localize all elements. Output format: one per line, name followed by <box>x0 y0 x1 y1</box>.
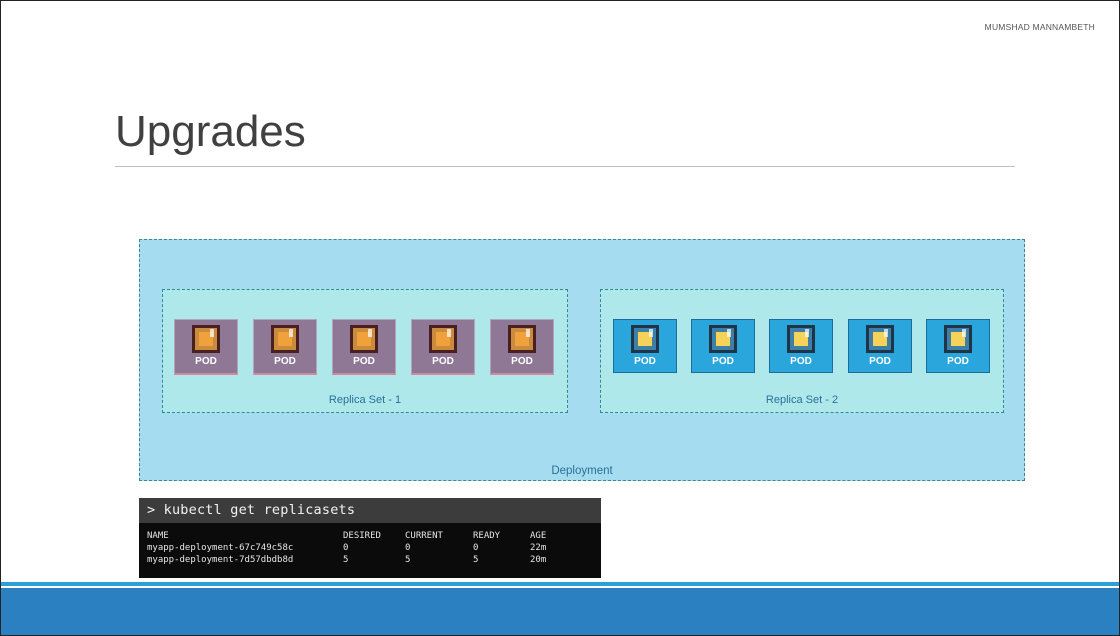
pod-label: POD <box>432 356 454 367</box>
footer-accent-line <box>1 582 1119 586</box>
pod-label: POD <box>274 356 296 367</box>
container-icon <box>631 325 659 353</box>
table-cell: 0 <box>343 543 349 553</box>
column-header: CURRENT <box>405 531 443 541</box>
container-icon <box>350 325 378 353</box>
table-cell: 5 <box>343 555 349 565</box>
pod-label: POD <box>511 356 533 367</box>
title-divider <box>115 166 1015 167</box>
pod-icon: POD <box>253 319 317 375</box>
pod-icon: POD <box>490 319 554 375</box>
pod-icon: POD <box>411 319 475 375</box>
table-cell: 22m <box>530 543 547 553</box>
table-cell: 0 <box>473 543 479 553</box>
container-icon <box>192 325 220 353</box>
container-icon <box>508 325 536 353</box>
table-cell: myapp-deployment-7d57dbdb8d <box>147 555 294 565</box>
pod-icon: POD <box>174 319 238 375</box>
replica-set-1: POD POD POD POD POD Re <box>162 289 568 413</box>
container-icon <box>944 325 972 353</box>
pod-icon: POD <box>848 319 912 373</box>
table-header-row: NAME DESIRED CURRENT READY AGE <box>147 530 546 542</box>
terminal-command: > kubectl get replicasets <box>139 498 601 523</box>
footer-bar <box>1 588 1119 635</box>
pod-icon: POD <box>613 319 677 373</box>
pod-icon: POD <box>691 319 755 373</box>
table-row: myapp-deployment-7d57dbdb8d 5 5 5 20m <box>147 554 546 566</box>
pod-icon: POD <box>769 319 833 373</box>
terminal-window: > kubectl get replicasets NAME DESIRED C… <box>139 498 601 578</box>
pod-label: POD <box>353 356 375 367</box>
table-cell: 5 <box>405 555 411 565</box>
table-cell: 5 <box>473 555 479 565</box>
pod-label: POD <box>790 356 812 367</box>
author-name: MUMSHAD MANNAMBETH <box>984 22 1095 32</box>
pod-icon: POD <box>926 319 990 373</box>
container-icon <box>271 325 299 353</box>
slide-title: Upgrades <box>115 107 306 156</box>
pod-label: POD <box>195 356 217 367</box>
container-icon <box>787 325 815 353</box>
column-header: NAME <box>147 531 169 541</box>
pod-label: POD <box>634 356 656 367</box>
replica-set-2-label: Replica Set - 2 <box>765 394 839 406</box>
column-header: DESIRED <box>343 531 381 541</box>
column-header: READY <box>473 531 501 541</box>
pod-icon: POD <box>332 319 396 375</box>
column-header: AGE <box>530 531 547 541</box>
pod-label: POD <box>712 356 734 367</box>
table-cell: myapp-deployment-67c749c58c <box>147 543 294 553</box>
container-icon <box>866 325 894 353</box>
table-cell: 20m <box>530 555 547 565</box>
deployment-label: Deployment <box>551 465 613 477</box>
container-icon <box>709 325 737 353</box>
replica-set-2: POD POD POD POD POD Re <box>600 289 1004 413</box>
replica-set-1-label: Replica Set - 1 <box>328 394 402 406</box>
pod-label: POD <box>947 356 969 367</box>
replicasets-table: NAME DESIRED CURRENT READY AGE myapp-dep… <box>147 530 546 566</box>
pod-label: POD <box>869 356 891 367</box>
deployment-box: POD POD POD POD POD Re <box>139 239 1025 481</box>
table-row: myapp-deployment-67c749c58c 0 0 0 22m <box>147 542 546 554</box>
container-icon <box>429 325 457 353</box>
table-cell: 0 <box>405 543 411 553</box>
